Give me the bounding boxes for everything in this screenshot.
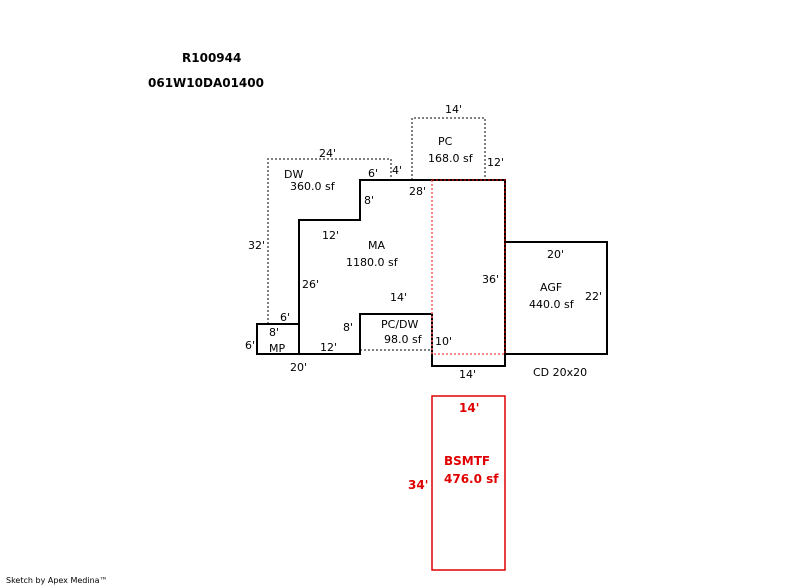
agf-area: 440.0 sf	[529, 298, 575, 311]
pc-label: PC	[438, 135, 453, 148]
dim-label: 32'	[248, 239, 265, 252]
mp-label: MP	[269, 342, 285, 355]
bsmt-overlay-dark	[432, 179, 506, 354]
dim-label: 6'	[280, 311, 290, 324]
agf-outline	[504, 241, 608, 355]
dim-label: 20'	[547, 248, 564, 261]
dim-label: 8'	[364, 194, 374, 207]
bsmtf-area: 476.0 sf	[444, 472, 499, 486]
dim-label: 8'	[269, 326, 279, 339]
dim-label: 10'	[435, 335, 452, 348]
dim-label: 22'	[585, 290, 602, 303]
dim-label: 12'	[487, 156, 504, 169]
footer-credit: Sketch by Apex Medina™	[6, 576, 108, 585]
dim-label: 14'	[459, 368, 476, 381]
dim-label: 4'	[392, 164, 402, 177]
pc-outline	[411, 117, 486, 180]
parcel-id: R100944	[182, 51, 241, 65]
dim-label: 6'	[245, 339, 255, 352]
map-number: 061W10DA01400	[148, 76, 264, 90]
dim-label: 14'	[459, 401, 479, 415]
ma-area: 1180.0 sf	[346, 256, 399, 269]
dim-label: 12'	[322, 229, 339, 242]
dim-label: 20'	[290, 361, 307, 374]
pcdw-label: PC/DW	[381, 318, 418, 331]
dim-label: 12'	[320, 341, 337, 354]
dim-label: 26'	[302, 278, 319, 291]
dw-area: 360.0 sf	[290, 180, 336, 193]
dim-label: 34'	[408, 478, 428, 492]
bsmtf-label: BSMTF	[444, 454, 490, 468]
ma-outline	[298, 179, 506, 367]
dim-label: 14'	[445, 103, 462, 116]
dim-label: 6'	[368, 167, 378, 180]
cd-note: CD 20x20	[533, 366, 587, 379]
mp-outline	[256, 323, 300, 355]
pc-area: 168.0 sf	[428, 152, 474, 165]
dim-label: 24'	[319, 147, 336, 160]
dim-label: 36'	[482, 273, 499, 286]
dw-label: DW	[284, 168, 303, 181]
ma-label: MA	[368, 239, 385, 252]
dim-label: 28'	[409, 185, 426, 198]
bsmt-overlay-light	[431, 180, 505, 355]
dim-label: 14'	[390, 291, 407, 304]
dim-label: 8'	[343, 321, 353, 334]
agf-label: AGF	[540, 281, 562, 294]
pcdw-area: 98.0 sf	[384, 333, 423, 346]
bsmtf-outline	[431, 395, 506, 571]
